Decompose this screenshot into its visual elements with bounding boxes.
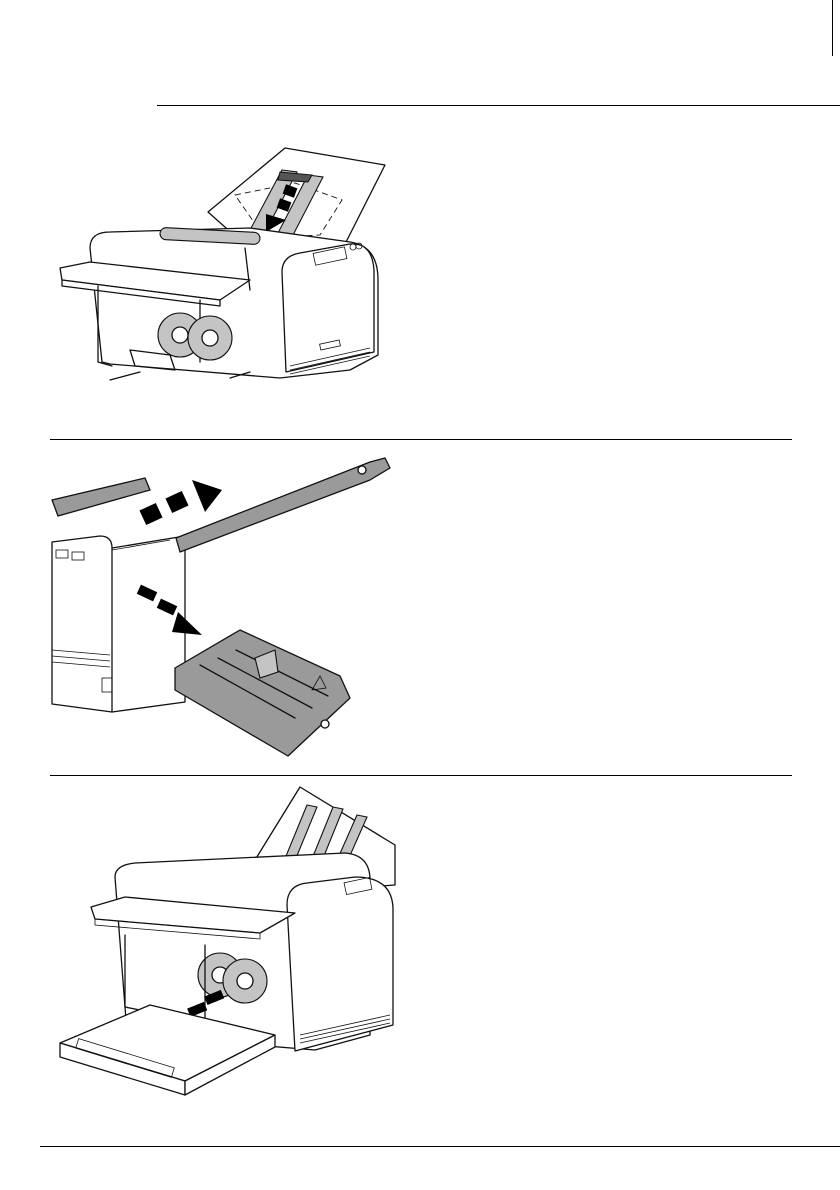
paper-feed-direction-illustration (50, 140, 395, 390)
remove-feed-tray-illustration (50, 450, 395, 768)
footer-rule (40, 1146, 840, 1147)
crop-mark (832, 0, 833, 56)
header-rule (157, 105, 840, 106)
pull-out-output-tray-illustration (55, 785, 400, 1115)
section-rule-1 (50, 439, 792, 440)
section-rule-2 (50, 775, 792, 776)
